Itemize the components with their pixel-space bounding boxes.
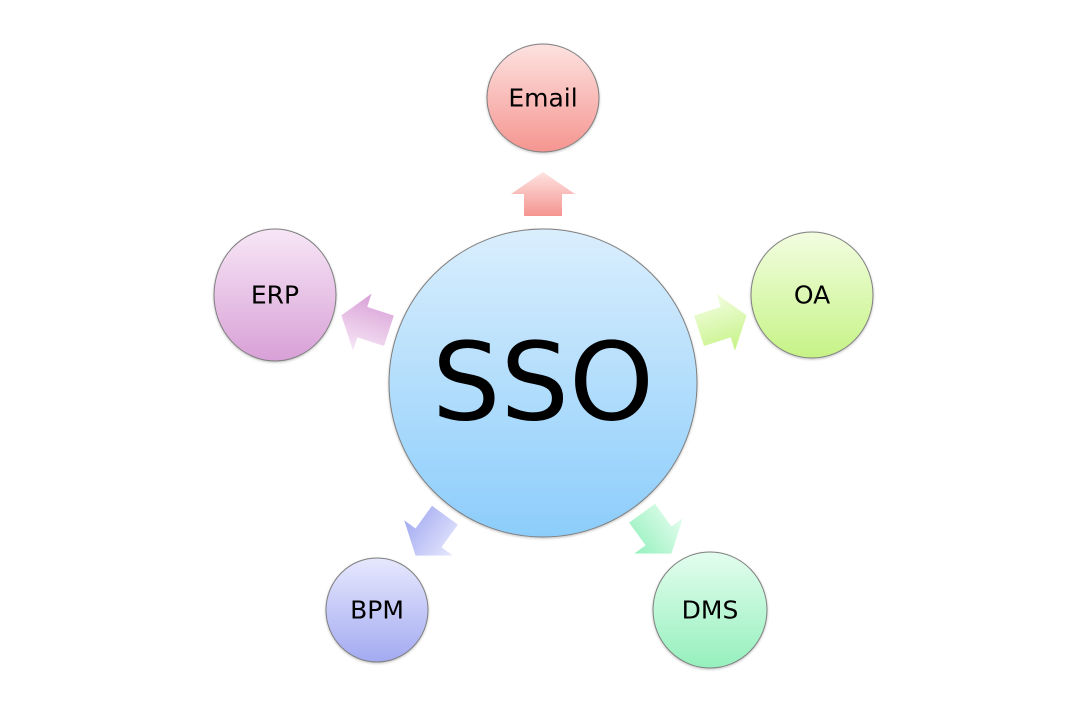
node-erp-circle (213, 228, 337, 362)
node-bpm-label: BPM (350, 596, 404, 625)
node-bpm-circle (325, 557, 429, 663)
node-dms-label: DMS (682, 596, 739, 625)
arrow-to-email (511, 172, 575, 216)
arrows-group (341, 172, 747, 556)
node-dms: DMS (652, 551, 768, 669)
node-erp-label: ERP (251, 281, 299, 310)
center-node: SSO (388, 228, 698, 538)
node-oa-label: OA (794, 281, 830, 310)
node-email-label: Email (508, 84, 577, 113)
node-oa-circle (750, 231, 874, 359)
arrow-to-bpm (404, 505, 458, 556)
node-email-circle (486, 43, 600, 153)
node-oa: OA (750, 231, 874, 359)
arrow-to-erp (341, 293, 394, 351)
node-erp: ERP (213, 228, 337, 362)
arrow-to-dms (629, 503, 683, 554)
node-dms-circle (652, 551, 768, 669)
arrow-to-oa (694, 293, 747, 351)
center-label: SSO (432, 321, 654, 446)
node-bpm: BPM (325, 557, 429, 663)
center-circle (388, 228, 698, 538)
node-email: Email (486, 43, 600, 153)
